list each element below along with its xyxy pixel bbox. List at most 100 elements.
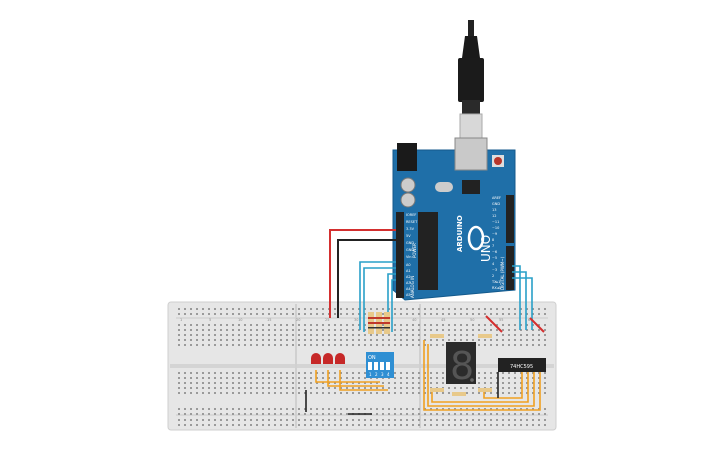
breadboard-hole[interactable]	[526, 329, 528, 331]
breadboard-hole[interactable]	[442, 372, 444, 374]
breadboard-hole[interactable]	[232, 308, 234, 310]
breadboard-hole[interactable]	[370, 339, 372, 341]
breadboard-hole[interactable]	[412, 419, 414, 421]
breadboard-hole[interactable]	[484, 419, 486, 421]
wire-analog-4[interactable]	[391, 279, 396, 332]
breadboard-hole[interactable]	[220, 339, 222, 341]
breadboard-hole[interactable]	[298, 339, 300, 341]
breadboard-hole[interactable]	[394, 377, 396, 379]
breadboard-hole[interactable]	[478, 339, 480, 341]
red-led[interactable]	[311, 353, 321, 364]
breadboard-hole[interactable]	[436, 329, 438, 331]
breadboard-hole[interactable]	[226, 339, 228, 341]
breadboard-hole[interactable]	[412, 413, 414, 415]
breadboard-hole[interactable]	[184, 334, 186, 336]
breadboard-hole[interactable]	[442, 313, 444, 315]
breadboard-hole[interactable]	[418, 334, 420, 336]
breadboard-hole[interactable]	[526, 344, 528, 346]
breadboard-hole[interactable]	[274, 344, 276, 346]
breadboard-hole[interactable]	[328, 339, 330, 341]
breadboard-hole[interactable]	[526, 334, 528, 336]
breadboard-hole[interactable]	[490, 308, 492, 310]
breadboard-hole[interactable]	[490, 413, 492, 415]
breadboard-hole[interactable]	[310, 408, 312, 410]
breadboard-hole[interactable]	[178, 334, 180, 336]
wire-digital-3[interactable]	[512, 277, 533, 330]
breadboard-hole[interactable]	[286, 392, 288, 394]
breadboard-hole[interactable]	[232, 419, 234, 421]
breadboard-hole[interactable]	[328, 372, 330, 374]
breadboard-hole[interactable]	[352, 392, 354, 394]
breadboard-hole[interactable]	[346, 329, 348, 331]
breadboard-hole[interactable]	[304, 334, 306, 336]
breadboard-hole[interactable]	[286, 382, 288, 384]
breadboard-hole[interactable]	[208, 392, 210, 394]
breadboard-hole[interactable]	[268, 372, 270, 374]
breadboard-hole[interactable]	[514, 408, 516, 410]
breadboard-hole[interactable]	[532, 392, 534, 394]
display-resistors[interactable]	[430, 334, 492, 396]
breadboard-hole[interactable]	[274, 382, 276, 384]
breadboard-hole[interactable]	[514, 377, 516, 379]
breadboard-hole[interactable]	[202, 392, 204, 394]
breadboard-hole[interactable]	[292, 372, 294, 374]
breadboard-hole[interactable]	[190, 334, 192, 336]
breadboard-hole[interactable]	[502, 377, 504, 379]
breadboard-hole[interactable]	[448, 324, 450, 326]
breadboard-hole[interactable]	[220, 377, 222, 379]
arduino-uno-board[interactable]: ARDUINO UNO POWER ANALOG IN DIGITAL (PWM…	[392, 137, 516, 301]
breadboard-hole[interactable]	[430, 392, 432, 394]
breadboard-hole[interactable]	[232, 372, 234, 374]
breadboard-hole[interactable]	[340, 424, 342, 426]
breadboard-hole[interactable]	[376, 392, 378, 394]
breadboard-hole[interactable]	[526, 424, 528, 426]
breadboard-hole[interactable]	[526, 382, 528, 384]
breadboard-hole[interactable]	[250, 308, 252, 310]
breadboard-hole[interactable]	[316, 413, 318, 415]
breadboard-hole[interactable]	[412, 387, 414, 389]
breadboard-hole[interactable]	[454, 339, 456, 341]
breadboard-hole[interactable]	[400, 344, 402, 346]
breadboard-hole[interactable]	[298, 424, 300, 426]
breadboard-hole[interactable]	[508, 413, 510, 415]
breadboard-hole[interactable]	[310, 372, 312, 374]
breadboard-hole[interactable]	[304, 413, 306, 415]
breadboard-hole[interactable]	[436, 339, 438, 341]
breadboard-hole[interactable]	[364, 377, 366, 379]
breadboard-hole[interactable]	[220, 387, 222, 389]
breadboard-hole[interactable]	[472, 387, 474, 389]
breadboard-hole[interactable]	[490, 339, 492, 341]
breadboard-hole[interactable]	[508, 313, 510, 315]
breadboard-hole[interactable]	[448, 424, 450, 426]
breadboard-hole[interactable]	[232, 424, 234, 426]
breadboard-hole[interactable]	[322, 408, 324, 410]
breadboard-hole[interactable]	[340, 408, 342, 410]
breadboard-hole[interactable]	[262, 408, 264, 410]
breadboard-hole[interactable]	[334, 413, 336, 415]
breadboard-hole[interactable]	[322, 308, 324, 310]
breadboard-hole[interactable]	[442, 339, 444, 341]
breadboard-hole[interactable]	[196, 424, 198, 426]
breadboard-hole[interactable]	[448, 334, 450, 336]
breadboard-hole[interactable]	[394, 334, 396, 336]
breadboard-hole[interactable]	[376, 382, 378, 384]
breadboard-hole[interactable]	[490, 392, 492, 394]
breadboard-hole[interactable]	[214, 329, 216, 331]
breadboard-hole[interactable]	[274, 334, 276, 336]
breadboard-hole[interactable]	[196, 308, 198, 310]
breadboard-hole[interactable]	[358, 339, 360, 341]
resistor-bank[interactable]	[368, 312, 390, 334]
breadboard-hole[interactable]	[382, 382, 384, 384]
breadboard-hole[interactable]	[328, 419, 330, 421]
breadboard-hole[interactable]	[514, 344, 516, 346]
usb-cable[interactable]	[458, 20, 484, 139]
breadboard-hole[interactable]	[352, 329, 354, 331]
breadboard-hole[interactable]	[424, 382, 426, 384]
breadboard-hole[interactable]	[442, 377, 444, 379]
breadboard-hole[interactable]	[208, 339, 210, 341]
breadboard-hole[interactable]	[238, 344, 240, 346]
breadboard-hole[interactable]	[544, 308, 546, 310]
breadboard-hole[interactable]	[286, 372, 288, 374]
breadboard-hole[interactable]	[454, 419, 456, 421]
breadboard-hole[interactable]	[220, 324, 222, 326]
